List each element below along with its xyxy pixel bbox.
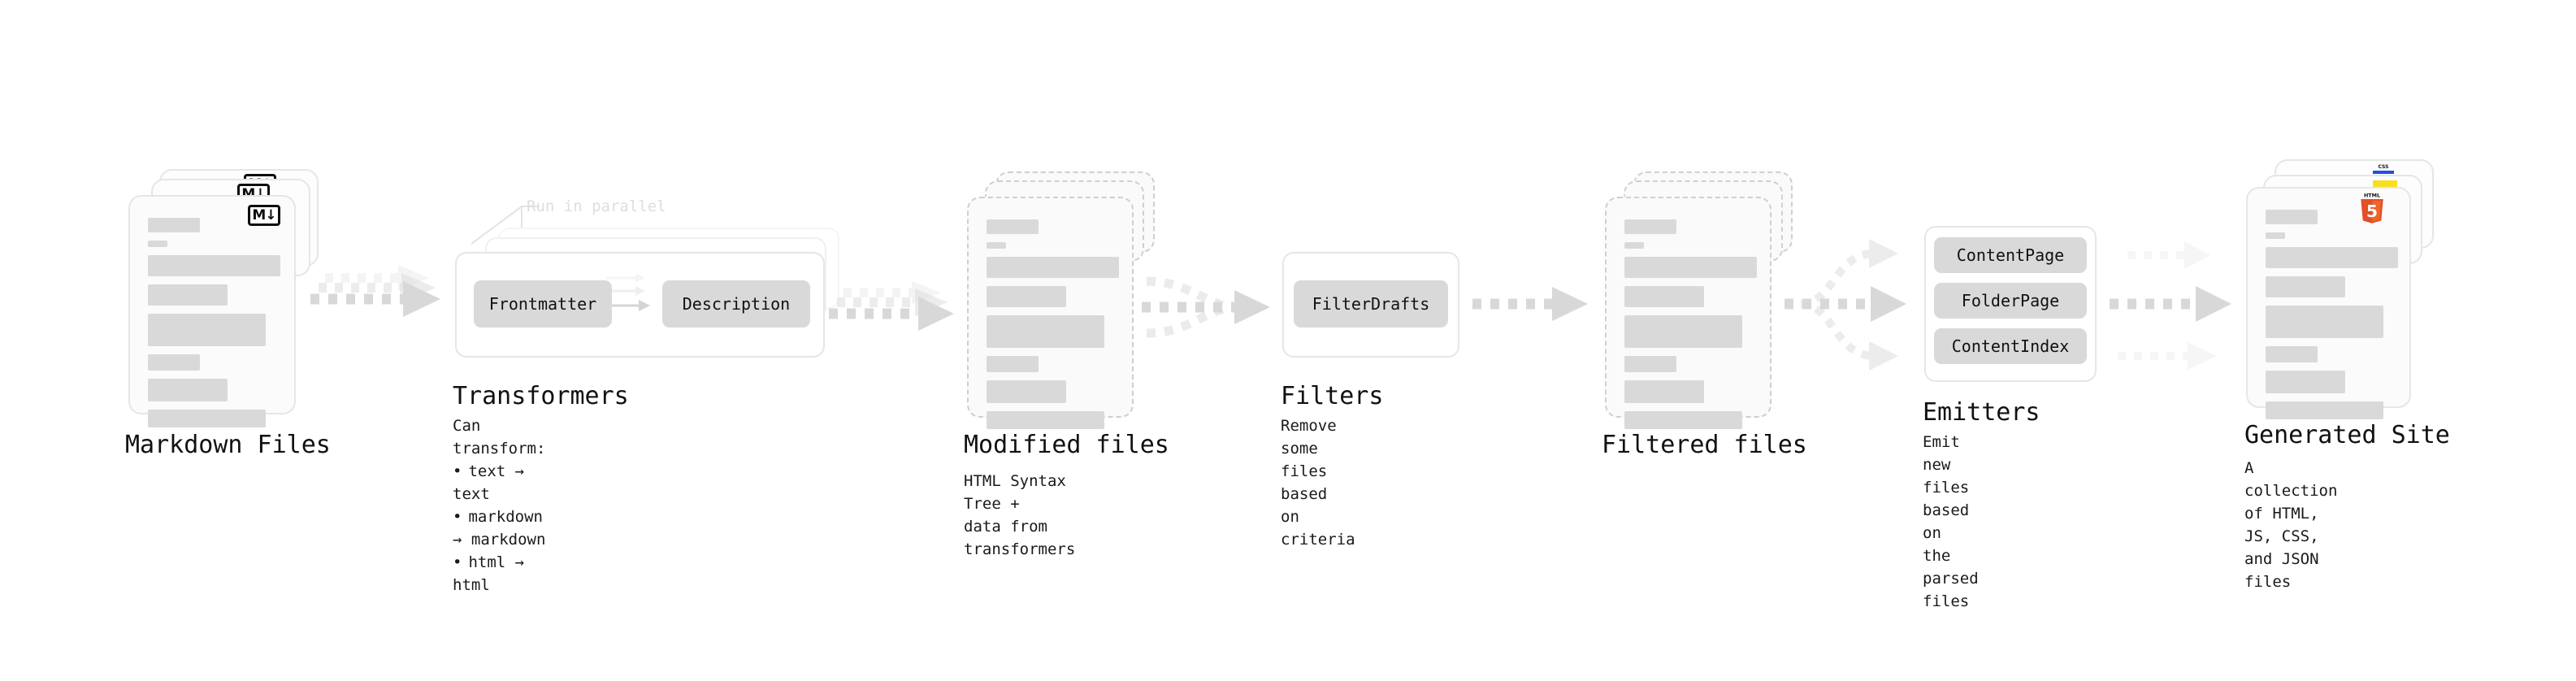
generated-site-title: Generated Site [2244, 421, 2450, 449]
modified-doc-front [967, 197, 1134, 429]
emitters-title: Emitters [1923, 398, 2040, 427]
filtered-files-title: Filtered files [1602, 431, 1807, 459]
emitters-chip-contentpage[interactable]: ContentPage [1934, 237, 2087, 273]
emitters-chip-contentindex[interactable]: ContentIndex [1934, 328, 2087, 364]
modified-files-title: Modified files [964, 431, 1169, 459]
filters-subtitle: Remove some files based on criteria [1281, 417, 1355, 549]
svg-text:5: 5 [2366, 202, 2378, 221]
arrow-emitters-to-generated [2110, 241, 2231, 370]
markdown-doc-skeleton [148, 218, 280, 436]
transformers-desc-item: text → text [453, 460, 545, 505]
filters-title: Filters [1281, 382, 1384, 410]
modified-doc-skeleton [987, 219, 1119, 437]
markdown-files-title: Markdown Files [125, 431, 331, 459]
markdown-doc-front [128, 195, 296, 427]
transformers-description: Can transform: text → text markdown → ma… [453, 414, 545, 596]
transformers-desc-heading: Can transform: [453, 417, 546, 458]
filters-chip-filterdrafts[interactable]: FilterDrafts [1294, 280, 1448, 327]
transformer-chip-frontmatter[interactable]: Frontmatter [474, 280, 612, 327]
arrow-transformers-to-modified [829, 281, 954, 331]
run-in-parallel-label: Run in parallel [527, 197, 666, 215]
emitters-subtitle: Emit new files based on the parsed files [1923, 433, 1979, 610]
svg-text:HTML: HTML [2364, 192, 2380, 198]
modified-files-subtitle: HTML Syntax Tree + data from transformer… [964, 472, 1076, 558]
transformers-desc-item: markdown → markdown [453, 505, 545, 551]
css-icon-label: CSS [2378, 164, 2389, 170]
html5-icon: HTML 5 [2361, 192, 2383, 223]
transformers-desc-item: html → html [453, 551, 545, 596]
transformers-title: Transformers [453, 382, 629, 410]
parallel-leader-line [471, 205, 540, 245]
transformers-desc-list: text → text markdown → markdown html → h… [453, 460, 545, 596]
arrow-filtered-to-emitters [1785, 239, 1906, 371]
css-icon-bar [2373, 171, 2394, 174]
arrow-markdown-to-transformers [310, 265, 440, 317]
filtered-doc-skeleton [1624, 219, 1757, 437]
generated-site-subtitle: A collection of HTML, JS, CSS, and JSON … [2244, 459, 2338, 591]
filtered-doc-front [1605, 197, 1772, 429]
transformer-chip-description[interactable]: Description [662, 280, 810, 327]
generated-doc-front [2246, 187, 2411, 419]
css-icon: CSS [2373, 165, 2394, 176]
emitters-chip-folderpage[interactable]: FolderPage [1934, 283, 2087, 319]
markdown-icon: M↓ [248, 205, 280, 226]
arrow-modified-to-filters [1142, 276, 1270, 338]
arrow-filters-to-filtered [1472, 287, 1588, 321]
generated-doc-skeleton [2266, 210, 2398, 427]
